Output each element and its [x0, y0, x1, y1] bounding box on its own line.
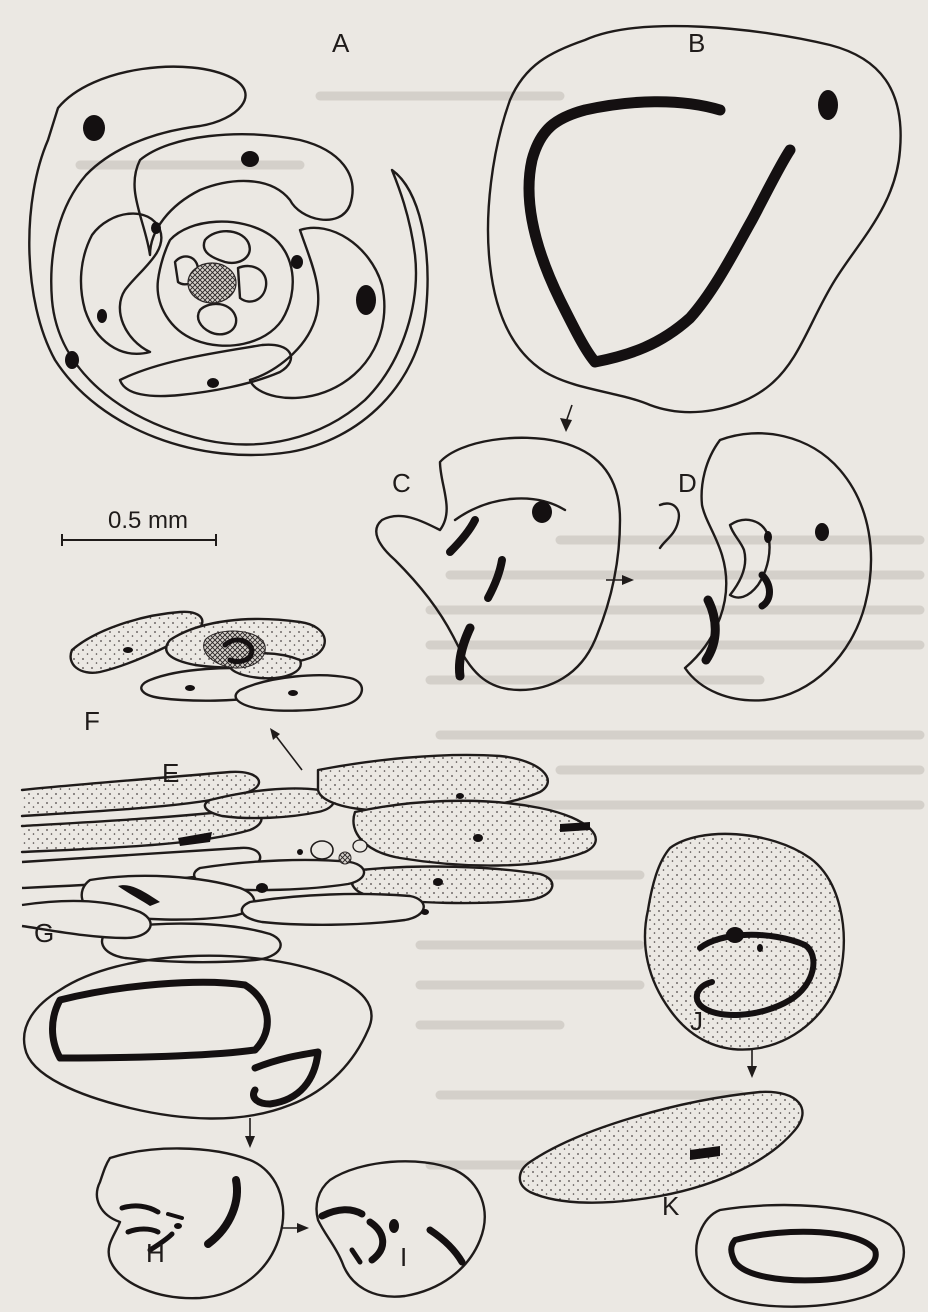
panel-e-small-cell	[353, 840, 367, 852]
panel-a-core-lobe-3	[198, 304, 236, 334]
panel-d-nucleus	[815, 523, 829, 541]
panel-c-bar-3	[459, 628, 470, 676]
panel-label-f: F	[84, 706, 100, 736]
panel-h-nucleus	[174, 1223, 182, 1229]
panel-a-nucleus	[83, 115, 105, 141]
panel-h-bar-3	[128, 1229, 158, 1232]
panel-d-bar-1	[706, 600, 715, 660]
panel-label-g: G	[34, 918, 54, 948]
panel-a-core-lobe-1	[204, 231, 250, 263]
panel-i-bar-4	[352, 1250, 360, 1262]
panel-a-nucleus	[65, 351, 79, 369]
panel-j-nucleus	[757, 944, 763, 952]
panel-f-nucleus	[123, 647, 133, 653]
panel-f-nucleus	[185, 685, 195, 691]
panel-a-nucleus	[207, 378, 219, 388]
panel-e-nucleus	[297, 849, 303, 855]
panel-e-lamella-6	[353, 801, 595, 866]
panel-label-j: J	[690, 1006, 703, 1036]
panel-b-outline	[488, 26, 901, 412]
arrow-b-to-c	[560, 405, 572, 432]
panel-j: J	[645, 834, 844, 1050]
panel-label-a: A	[332, 28, 350, 58]
panel-i-bar-1	[322, 1210, 362, 1216]
panel-i: I	[317, 1161, 485, 1296]
panel-label-e: E	[162, 758, 179, 788]
panel-a-nucleus	[97, 309, 107, 323]
panel-label-b: B	[688, 28, 705, 58]
panel-a-lamella-left	[81, 214, 161, 354]
scale-bar: 0.5 mm	[62, 507, 216, 546]
panel-a-nucleus	[241, 151, 259, 167]
panel-i-outline	[317, 1161, 485, 1296]
panel-k: K	[520, 1092, 904, 1307]
panel-i-bar-2	[370, 1222, 383, 1260]
panel-e-nucleus	[473, 834, 483, 842]
panel-h: H	[97, 1148, 283, 1298]
panel-h-bar-2	[122, 1206, 158, 1212]
panel-b-thick-band	[529, 102, 790, 362]
panel-d: D	[660, 433, 871, 700]
panel-c-bar-1	[450, 520, 475, 552]
panel-label-h: H	[146, 1238, 165, 1268]
panel-a-nucleus	[151, 222, 161, 234]
panel-a-central-body	[188, 263, 236, 303]
arrow-h-to-i	[282, 1223, 309, 1233]
panel-d-bar-2	[762, 575, 770, 606]
panel-e: E	[22, 755, 596, 962]
panel-h-bar-1	[208, 1180, 237, 1244]
panel-e-nucleus	[421, 909, 429, 915]
panel-h-bar-5	[168, 1214, 182, 1218]
panel-a-nucleus	[291, 255, 303, 269]
panel-label-d: D	[678, 468, 697, 498]
panel-f: F	[71, 612, 362, 736]
panel-i-bar-3	[430, 1230, 462, 1262]
panel-f-nucleus	[288, 690, 298, 696]
panel-e-central-body	[339, 852, 351, 864]
panel-e-small-cell	[311, 841, 333, 859]
panel-label-k: K	[662, 1191, 680, 1221]
panel-j-nucleus	[726, 927, 744, 943]
panel-e-nucleus	[433, 878, 443, 886]
panel-k-band	[731, 1232, 876, 1281]
scale-bar-label: 0.5 mm	[108, 507, 188, 534]
panel-c: C	[376, 438, 620, 690]
panel-d-nucleus	[764, 531, 772, 543]
panel-d-inner-lobe	[730, 520, 770, 598]
panel-h-outline	[97, 1148, 283, 1298]
panel-a-core-lobe-2	[238, 266, 266, 302]
panel-e-nucleus	[256, 883, 268, 893]
panel-label-c: C	[392, 468, 411, 498]
panel-e-lamella-10	[242, 894, 424, 925]
panel-d-outline	[685, 433, 871, 700]
panel-i-nucleus	[389, 1219, 399, 1233]
panel-e-nucleus	[456, 793, 464, 799]
arrow-e-to-f	[270, 728, 302, 770]
panel-b: B	[488, 26, 901, 412]
arrow-j-to-k	[747, 1050, 757, 1078]
panel-c-nucleus	[532, 501, 552, 523]
panel-a-nucleus	[356, 285, 376, 315]
panel-k-elongated-cell	[520, 1092, 803, 1203]
panel-b-nucleus	[818, 90, 838, 120]
panel-g-band	[53, 982, 268, 1058]
panel-label-i: I	[400, 1242, 407, 1272]
arrow-g-to-h	[245, 1118, 255, 1148]
